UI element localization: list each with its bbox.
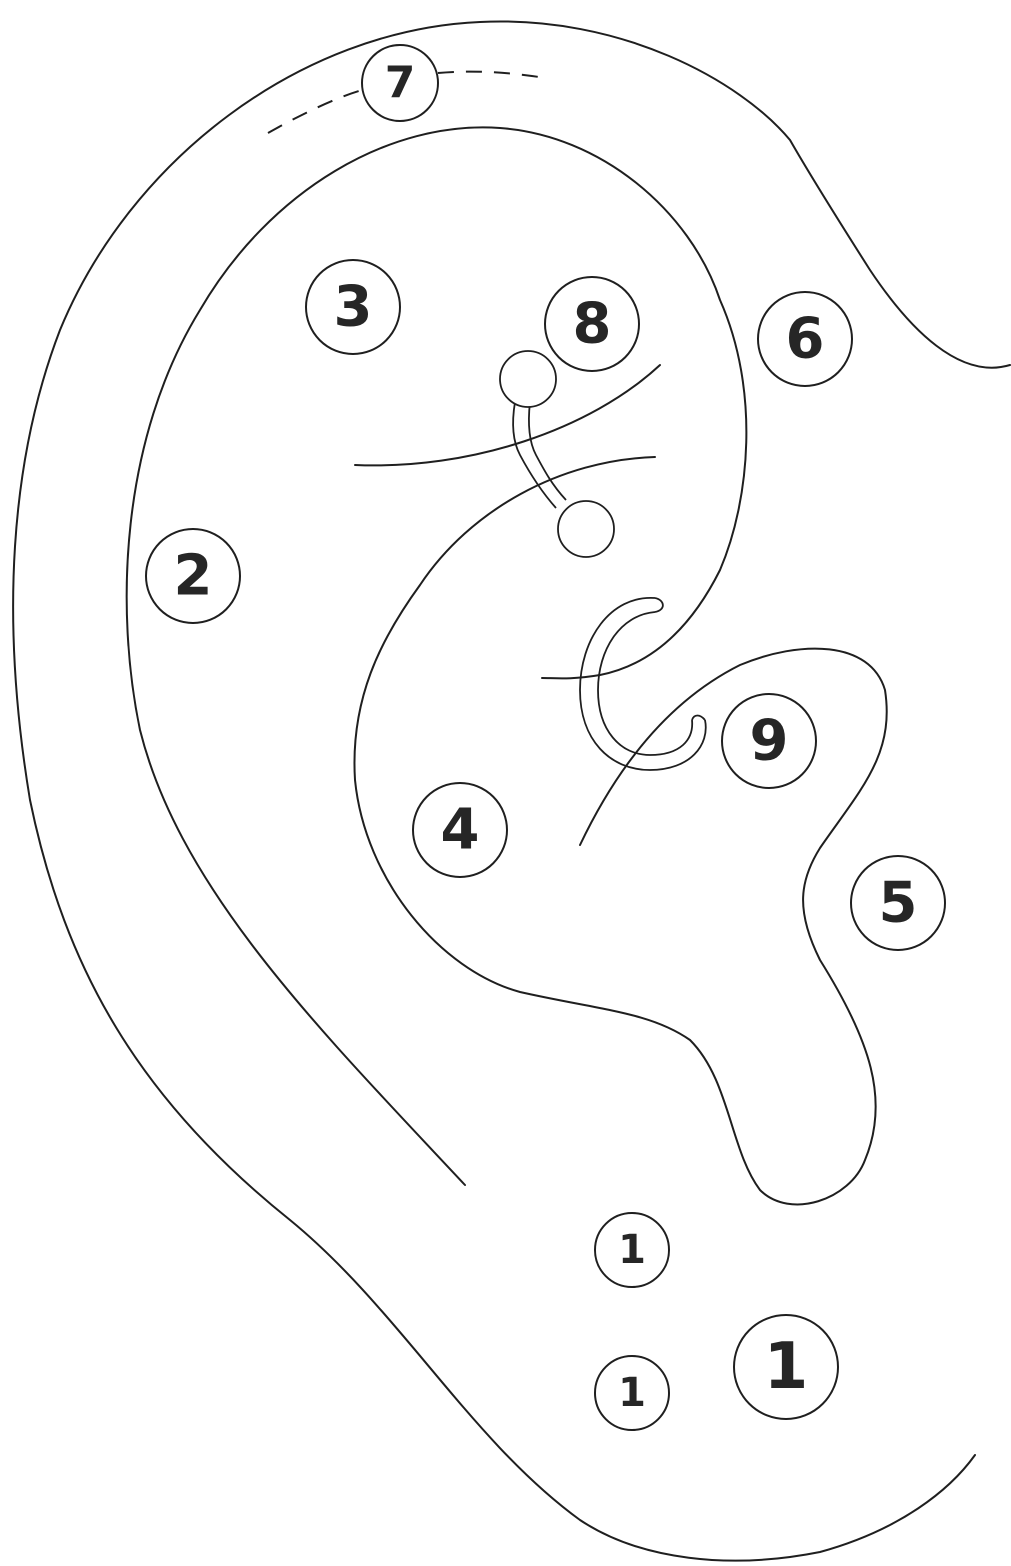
piercing-marker-6: 6 <box>758 292 852 386</box>
marker-label: 7 <box>385 58 416 109</box>
marker-label: 6 <box>786 307 825 372</box>
piercing-marker-1-large: 1 <box>734 1315 838 1419</box>
piercing-marker-1-lower: 1 <box>595 1356 669 1430</box>
piercing-marker-3: 3 <box>306 260 400 354</box>
piercing-marker-9: 9 <box>722 694 816 788</box>
marker-label: 1 <box>618 1227 646 1273</box>
barbell-ball-top <box>500 351 556 407</box>
piercing-marker-2: 2 <box>146 529 240 623</box>
piercing-marker-1-upper: 1 <box>595 1213 669 1287</box>
piercing-marker-4: 4 <box>413 783 507 877</box>
piercing-marker-7: 7 <box>362 45 438 121</box>
marker-label: 4 <box>441 798 480 863</box>
marker-label: 5 <box>879 871 918 936</box>
marker-label: 1 <box>618 1370 646 1416</box>
helix-inner-line <box>127 127 747 1185</box>
marker-label: 8 <box>573 292 612 357</box>
piercing-marker-5: 5 <box>851 856 945 950</box>
marker-label: 1 <box>764 1330 809 1404</box>
marker-label: 2 <box>174 544 213 609</box>
marker-label: 3 <box>334 275 373 340</box>
marker-label: 9 <box>750 709 789 774</box>
marker-layer: 7 3 8 6 2 9 4 5 1 1 1 <box>146 45 945 1430</box>
piercing-marker-8: 8 <box>545 277 639 371</box>
barbell-jewelry <box>500 351 614 557</box>
barbell-ball-bottom <box>558 501 614 557</box>
